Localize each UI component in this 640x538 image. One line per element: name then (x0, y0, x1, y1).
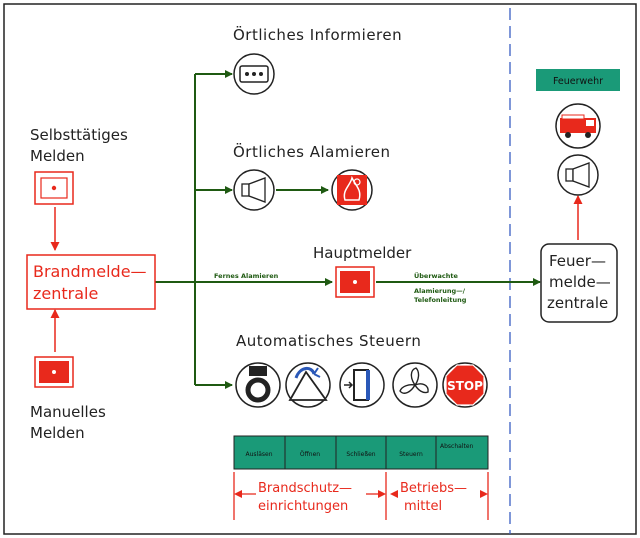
brandschutz-label-1: Brandschutz— (258, 481, 352, 496)
brandmeldezentrale-label-1: Brandmelde— (33, 262, 147, 281)
brandmeldezentrale-box (26, 254, 156, 310)
selbsttaetiges-label-2: Melden (30, 147, 85, 165)
table-cell-schliessen: Schließen (346, 451, 375, 458)
table-cell-oeffnen: Öffnen (300, 451, 320, 458)
fire-truck-icon (555, 103, 601, 149)
table-cell-steuern: Steuern (399, 451, 423, 458)
stop-sign-icon: STOP (442, 362, 488, 408)
manuelles-label-1: Manuelles (30, 403, 106, 421)
remote-horn-icon (557, 154, 599, 196)
door-control-icon (339, 362, 385, 408)
smoke-vent-icon (285, 362, 331, 408)
feuermeldezentrale-label-2: melde— (549, 273, 611, 291)
table-cell-abschalten: Abschalten (440, 443, 474, 450)
action-table: Ausläsen Öffnen Schließen Steuern Abscha… (233, 435, 489, 470)
red-connections (50, 195, 583, 352)
hauptmelder-icon (335, 266, 375, 298)
manuelles-label-2: Melden (30, 424, 85, 442)
hauptmelder-label: Hauptmelder (313, 244, 412, 262)
feuermeldezentrale-box (540, 243, 618, 323)
dimension-brackets (233, 472, 489, 520)
outer-frame (3, 3, 637, 535)
fernes-alamieren-label: Fernes Alamieren (214, 272, 279, 280)
automatic-detector-icon (34, 171, 74, 205)
feuermeldezentrale-label-3: zentrale (547, 294, 608, 312)
ueberwachte-label-2: Alamierung—/ (414, 287, 466, 295)
brandmeldezentrale-label-2: zentrale (33, 284, 98, 303)
feuermeldezentrale-label-1: Feuer— (549, 252, 606, 270)
automatisches-steuern-label: Automatisches Steuern (236, 332, 421, 350)
betriebs-label-2: mittel (404, 499, 442, 514)
connection-lines (155, 70, 541, 389)
brandschutz-label-2: einrichtungen (258, 499, 348, 514)
ueberwachte-label-1: Überwachte (414, 271, 459, 280)
fire-alarm-icon (331, 169, 373, 211)
stop-text: STOP (447, 379, 483, 393)
selbsttaetiges-label-1: Selbsttätiges (30, 126, 128, 144)
oertliches-alamieren-label: Örtliches Alamieren (233, 142, 390, 161)
feuerwehr-badge (536, 69, 620, 91)
oertliches-informieren-label: Örtliches Informieren (233, 25, 402, 44)
manual-call-point-icon (34, 356, 74, 388)
info-display-icon (233, 53, 275, 95)
betriebs-label-1: Betriebs— (400, 481, 467, 496)
feuerwehr-label: Feuerwehr (553, 76, 603, 87)
table-cell-ausloesen: Ausläsen (246, 451, 273, 458)
fan-icon (392, 362, 438, 408)
ueberwachte-label-3: Telefonleitung (414, 296, 467, 304)
horn-icon (233, 169, 275, 211)
magnet-holder-icon (235, 362, 281, 408)
